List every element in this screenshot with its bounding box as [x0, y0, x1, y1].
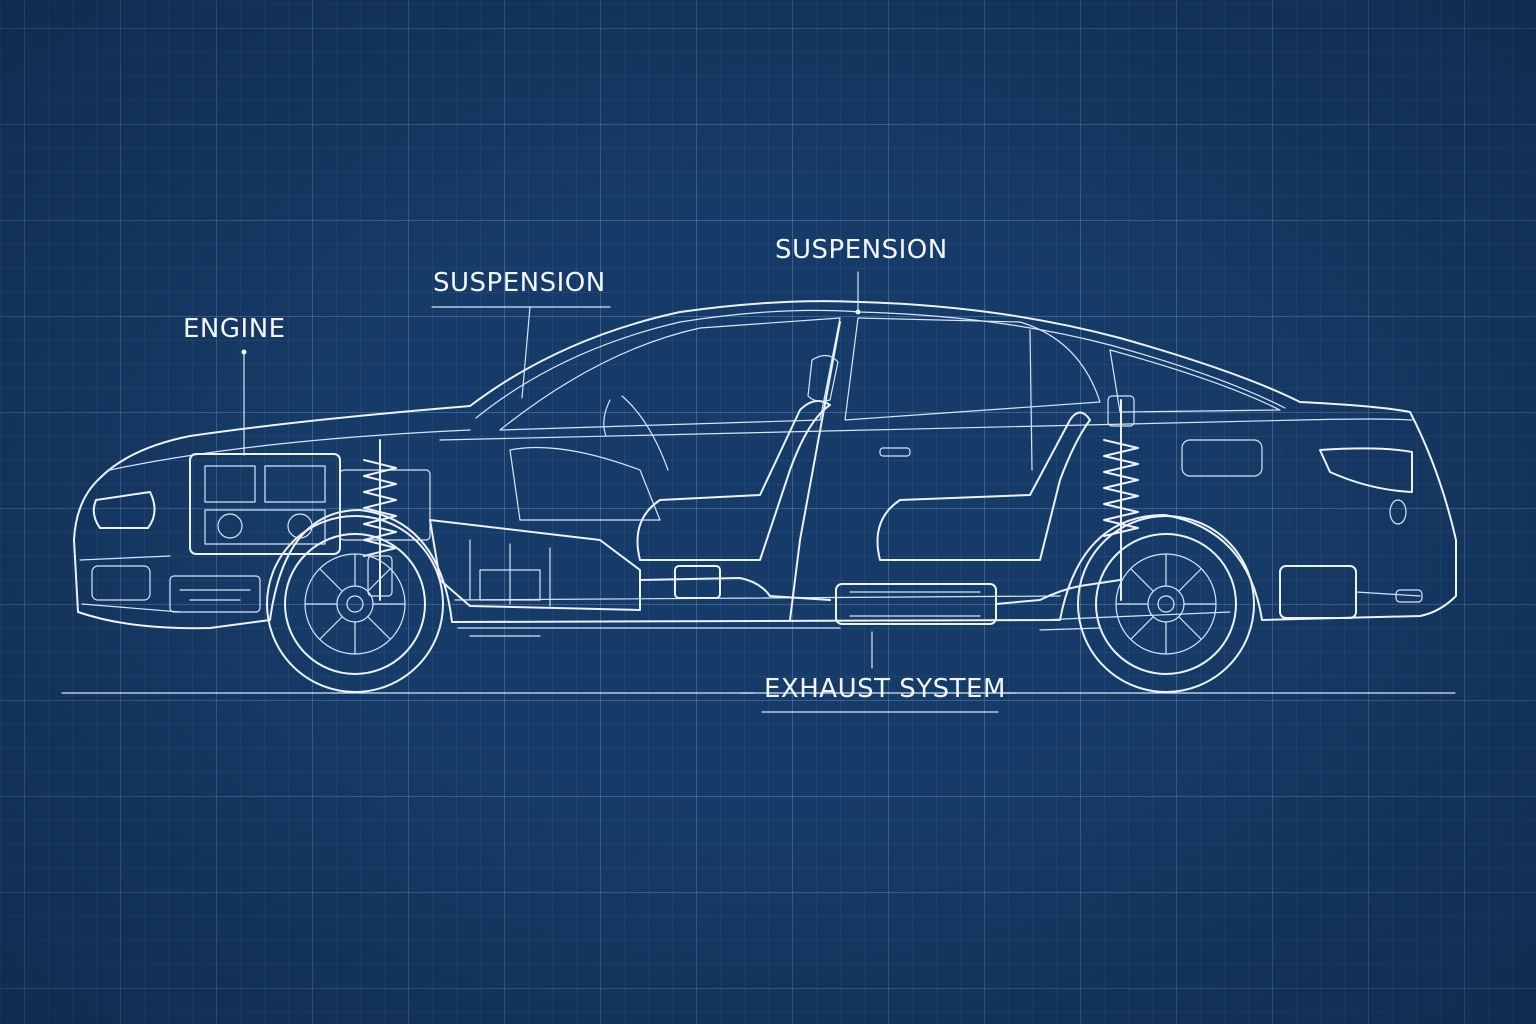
suspension-rear-label: SUSPENSION — [775, 235, 948, 265]
exhaust-pipe — [995, 579, 1121, 605]
frame-rail — [457, 627, 841, 637]
cv-joint — [674, 565, 721, 599]
rear-door-handle-area — [1181, 439, 1263, 477]
engine-label: ENGINE — [183, 314, 286, 344]
front-wheel — [266, 515, 444, 693]
b-pillar — [789, 321, 841, 621]
front-window — [844, 317, 1101, 421]
front-seat — [636, 400, 831, 561]
belt-line — [439, 418, 1413, 441]
suspension-front-leader-line — [521, 306, 531, 399]
rear-reflector — [1389, 499, 1407, 525]
c-pillar — [1029, 329, 1033, 471]
steering-wheel — [603, 395, 669, 471]
engine-block — [169, 453, 431, 613]
suspension-rear-leader-dot — [855, 309, 861, 315]
hood-line — [109, 429, 471, 471]
rear-muffler — [1279, 565, 1423, 619]
rear-wheel — [1077, 515, 1255, 693]
engine-leader-dot — [241, 349, 247, 355]
exhaust-muffler — [835, 583, 997, 625]
front-bumper — [79, 555, 181, 613]
windshield — [499, 317, 841, 431]
car-body-outline — [73, 300, 1457, 630]
front-seat-headrest — [807, 354, 839, 402]
taillight — [1319, 447, 1413, 493]
suspension-front-label: SUSPENSION — [433, 268, 606, 298]
dashboard — [509, 446, 661, 521]
door-handle — [879, 447, 911, 457]
fog-light — [91, 565, 151, 601]
driveshaft — [639, 577, 831, 601]
rocker-line — [454, 595, 1061, 601]
roof-inner-line — [475, 309, 1286, 419]
rear-coil-spring — [1103, 395, 1139, 601]
exhaust-label: EXHAUST SYSTEM — [764, 674, 1006, 704]
rear-seat — [876, 411, 1091, 561]
headlight — [92, 491, 156, 529]
rear-axle-link — [1039, 611, 1231, 631]
rear-window — [1109, 349, 1281, 413]
transmission — [429, 519, 641, 611]
